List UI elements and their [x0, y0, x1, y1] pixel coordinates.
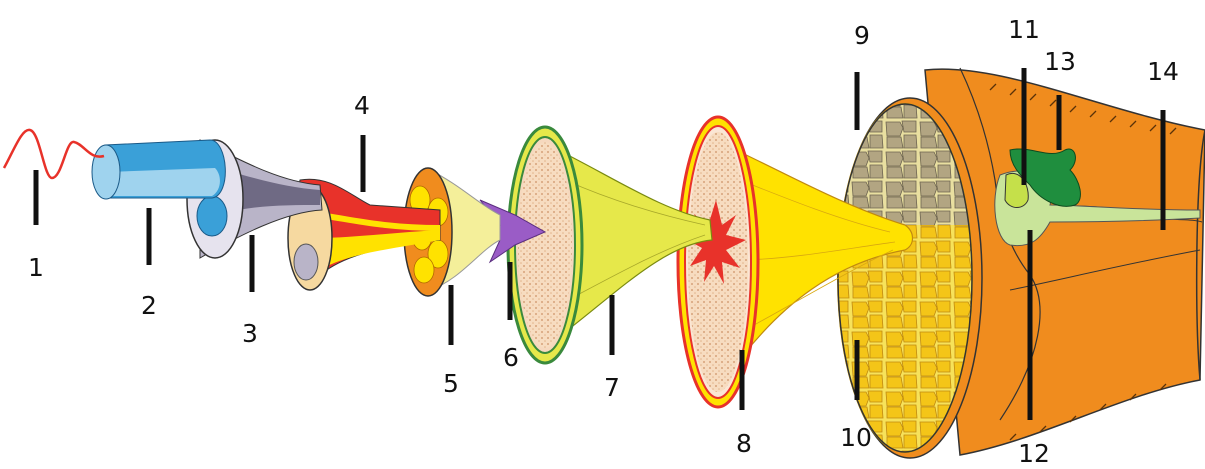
- nerve-cross-section: [837, 97, 983, 459]
- label-8: 8: [736, 429, 752, 458]
- perineurium-sheath: [994, 148, 1201, 247]
- leader-lines: [33, 68, 1166, 420]
- label-6: 6: [503, 343, 519, 372]
- number-labels: 1 2 3 4 5 6 7 8 9 10 11 12 13 14: [28, 15, 1179, 468]
- label-1: 1: [28, 253, 44, 282]
- cylinder-2: [91, 139, 226, 200]
- label-2: 2: [141, 291, 157, 320]
- label-3: 3: [242, 319, 258, 348]
- wave-1: [2, 128, 105, 180]
- label-11: 11: [1008, 15, 1040, 44]
- label-10: 10: [840, 423, 872, 452]
- label-4: 4: [354, 91, 370, 120]
- label-12: 12: [1018, 439, 1050, 468]
- label-7: 7: [604, 373, 620, 402]
- nerve-trunk: [924, 67, 1205, 456]
- label-9: 9: [854, 21, 870, 50]
- label-5: 5: [443, 369, 459, 398]
- label-13: 13: [1044, 47, 1076, 76]
- label-14: 14: [1147, 57, 1179, 86]
- funnel-7: [506, 125, 713, 365]
